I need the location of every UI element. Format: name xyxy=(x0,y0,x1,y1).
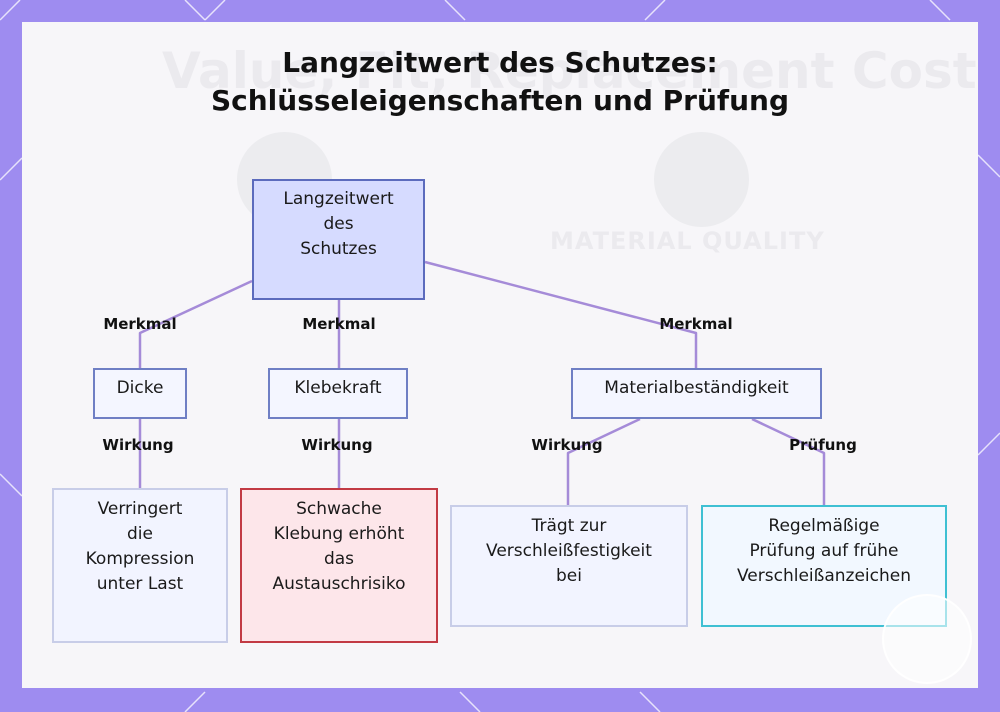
edge-label-wirkung-material: Wirkung xyxy=(531,436,603,454)
edge-material-pruefung xyxy=(751,417,826,505)
watermark-badge xyxy=(882,594,972,684)
background-circle-right xyxy=(654,132,749,227)
node-klebung-risiko: Schwache Klebung erhöht das Austauschris… xyxy=(240,488,438,643)
edge-label-merkmal-dicke: Merkmal xyxy=(103,315,177,333)
title-line-2: Schlüsseleigenschaften und Prüfung xyxy=(210,84,790,117)
edge-label-merkmal-material: Merkmal xyxy=(659,315,733,333)
edge-label-wirkung-klebekraft: Wirkung xyxy=(301,436,373,454)
title-line-1: Langzeitwert des Schutzes: xyxy=(282,46,718,79)
background-heading: Value, Fit, Replacement Cost xyxy=(162,42,977,100)
page-title: Langzeitwert des Schutzes: Schlüsseleige… xyxy=(0,44,1000,120)
node-materialbestaendigkeit: Materialbeständigkeit xyxy=(571,368,822,419)
edge-label-wirkung-dicke: Wirkung xyxy=(102,436,174,454)
edge-label-pruefung: Prüfung xyxy=(789,436,857,454)
node-kompression: Verringert die Kompression unter Last xyxy=(52,488,228,643)
node-root: Langzeitwert des Schutzes xyxy=(252,179,425,300)
node-verschleissfestigkeit: Trägt zur Verschleißfestigkeit bei xyxy=(450,505,688,627)
node-klebekraft: Klebekraft xyxy=(268,368,408,419)
background-subheading: MATERIAL QUALITY xyxy=(550,227,825,255)
edge-label-merkmal-klebekraft: Merkmal xyxy=(302,315,376,333)
edge-material-verschleiss xyxy=(566,417,641,505)
node-dicke: Dicke xyxy=(93,368,187,419)
edge-root-dicke xyxy=(138,279,253,368)
edge-root-material xyxy=(424,260,698,368)
